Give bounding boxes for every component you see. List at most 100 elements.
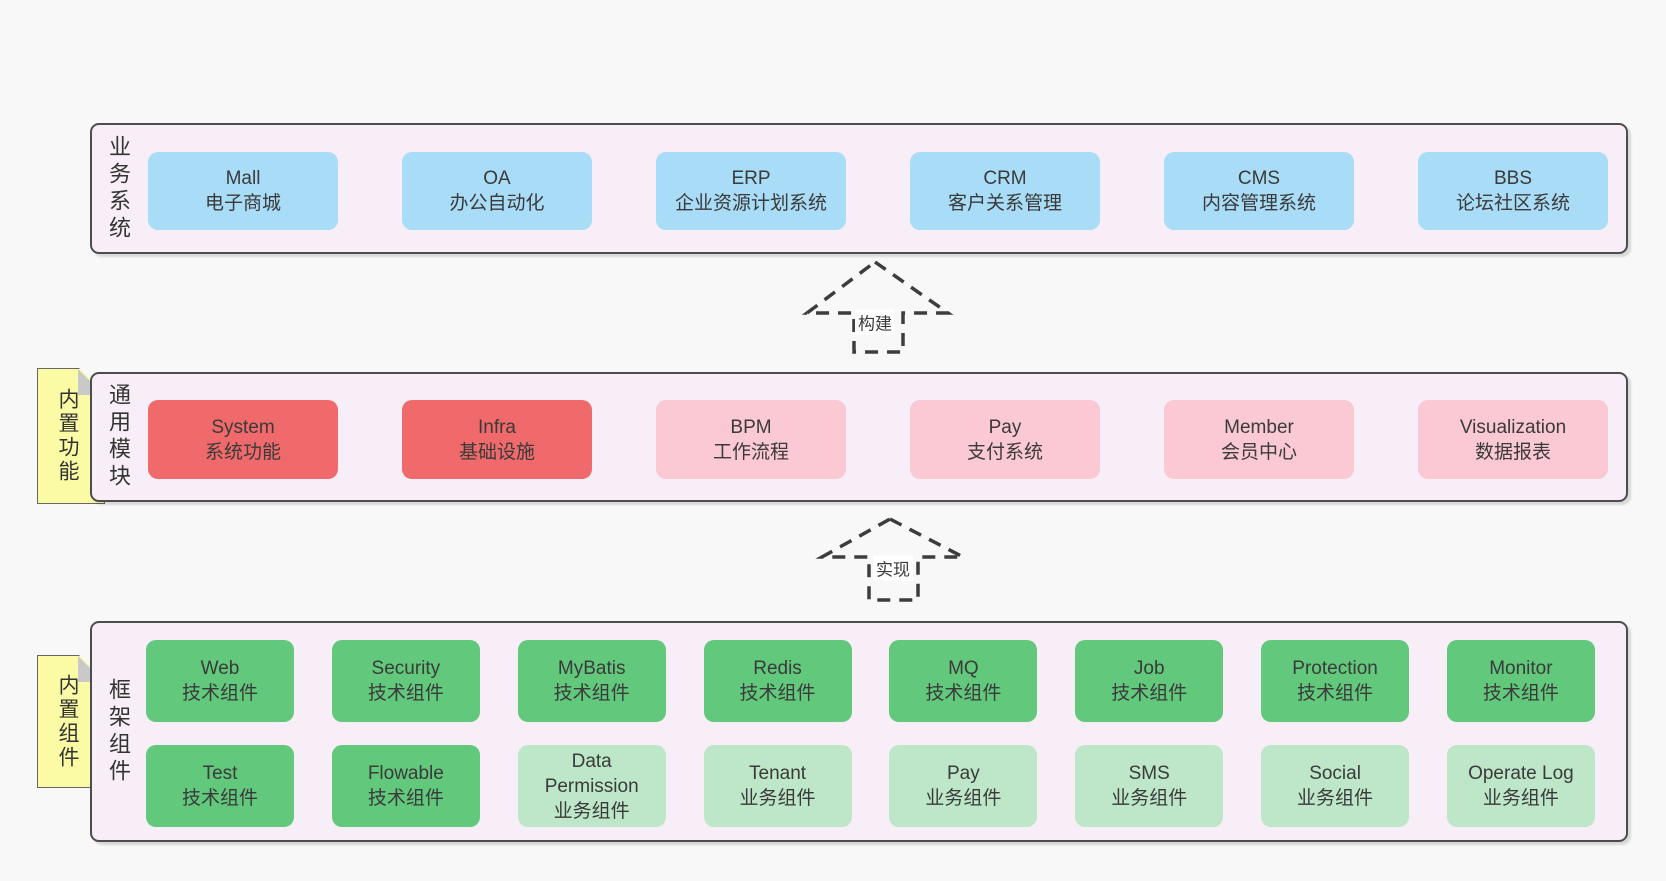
up-arrow-icon <box>801 259 954 354</box>
box-social: Social 业务组件 <box>1261 745 1410 827</box>
box-title: Test <box>202 763 238 784</box>
box-title: Data Permission <box>544 750 639 797</box>
box-mybatis: MyBatis 技术组件 <box>517 640 666 722</box>
box-subtitle: 基础设施 <box>458 441 535 463</box>
note-label: 内置组件 <box>56 673 79 770</box>
box-subtitle: 技术组件 <box>367 683 444 704</box>
box-title: Operate Log <box>1468 763 1574 784</box>
box-mq: MQ 技术组件 <box>889 640 1038 722</box>
box-title: Pay <box>947 763 980 784</box>
box-subtitle: 数据报表 <box>1474 441 1551 463</box>
box-subtitle: 系统功能 <box>204 441 281 463</box>
box-title: ERP <box>731 168 771 189</box>
box-oa: OA 办公自动化 <box>402 152 592 230</box>
box-title: MyBatis <box>557 658 626 679</box>
box-subtitle: 技术组件 <box>1111 683 1188 704</box>
box-data-permission: Data Permission 业务组件 <box>517 745 666 827</box>
box-subtitle: 业务组件 <box>739 788 816 809</box>
layer-title: 业务系统 <box>106 134 131 243</box>
box-subtitle: 技术组件 <box>739 683 816 704</box>
box-title: CRM <box>983 168 1027 189</box>
box-title: Tenant <box>749 763 807 784</box>
box-title: Job <box>1133 658 1165 679</box>
box-subtitle: 技术组件 <box>367 788 444 809</box>
box-protection: Protection 技术组件 <box>1261 640 1410 722</box>
box-subtitle: 会员中心 <box>1220 441 1297 463</box>
box-title: Security <box>371 658 441 679</box>
framework-box-row-2: Test 技术组件 Flowable 技术组件 Data Permission … <box>146 745 1595 827</box>
layer-business-systems: 业务系统 Mall 电子商城 OA 办公自动化 ERP 企业资源计划系统 CRM… <box>90 123 1628 254</box>
box-subtitle: 支付系统 <box>966 441 1043 463</box>
box-title: SMS <box>1128 763 1170 784</box>
box-title: Monitor <box>1489 658 1553 679</box>
box-title: CMS <box>1237 168 1281 189</box>
layer-title: 通用模块 <box>106 383 131 491</box>
box-erp: ERP 企业资源计划系统 <box>656 152 846 230</box>
box-member: Member 会员中心 <box>1164 400 1354 479</box>
box-subtitle: 业务组件 <box>553 800 630 822</box>
box-title: Member <box>1224 416 1294 438</box>
box-title: Social <box>1309 763 1361 784</box>
box-title: Protection <box>1292 658 1378 679</box>
box-subtitle: 办公自动化 <box>449 193 545 214</box>
box-pay-business: Pay 业务组件 <box>889 745 1038 827</box>
box-title: Redis <box>753 658 802 679</box>
box-visualization: Visualization 数据报表 <box>1418 400 1608 479</box>
box-sms: SMS 业务组件 <box>1075 745 1224 827</box>
box-infra: Infra 基础设施 <box>402 400 592 479</box>
box-subtitle: 技术组件 <box>1482 683 1559 704</box>
box-title: MQ <box>948 658 979 679</box>
box-title: Web <box>200 658 240 679</box>
box-crm: CRM 客户关系管理 <box>910 152 1100 230</box>
layer-title: 框架组件 <box>106 677 131 786</box>
box-title: Mall <box>225 168 261 189</box>
box-subtitle: 技术组件 <box>553 683 630 704</box>
box-test: Test 技术组件 <box>146 745 294 827</box>
box-mall: Mall 电子商城 <box>148 152 338 230</box>
box-subtitle: 技术组件 <box>925 683 1002 704</box>
box-subtitle: 电子商城 <box>204 193 281 214</box>
box-subtitle: 客户关系管理 <box>947 193 1062 214</box>
box-monitor: Monitor 技术组件 <box>1446 640 1595 722</box>
box-subtitle: 工作流程 <box>712 441 789 463</box>
box-tenant: Tenant 业务组件 <box>703 745 852 827</box>
common-box-row: System 系统功能 Infra 基础设施 BPM 工作流程 Pay 支付系统… <box>148 400 1608 479</box>
box-flowable: Flowable 技术组件 <box>331 745 480 827</box>
box-operate-log: Operate Log 业务组件 <box>1446 745 1595 827</box>
box-title: BBS <box>1493 168 1533 189</box>
box-subtitle: 内容管理系统 <box>1201 193 1316 214</box>
box-subtitle: 业务组件 <box>925 788 1002 809</box>
box-cms: CMS 内容管理系统 <box>1164 152 1354 230</box>
box-subtitle: 技术组件 <box>1297 683 1374 704</box>
box-web: Web 技术组件 <box>146 640 294 722</box>
box-system: System 系统功能 <box>148 400 338 479</box>
box-subtitle: 技术组件 <box>181 683 258 704</box>
box-title: Flowable <box>367 763 444 784</box>
up-arrow-icon <box>815 517 964 602</box>
box-title: Infra <box>477 416 517 438</box>
box-job: Job 技术组件 <box>1075 640 1224 722</box>
box-security: Security 技术组件 <box>331 640 480 722</box>
box-title: BPM <box>730 416 772 438</box>
box-title: Visualization <box>1459 416 1567 438</box>
framework-box-row-1: Web 技术组件 Security 技术组件 MyBatis 技术组件 Redi… <box>146 640 1595 722</box>
box-subtitle: 业务组件 <box>1482 788 1559 809</box>
layer-framework-components: 框架组件 Web 技术组件 Security 技术组件 MyBatis 技术组件… <box>90 621 1628 842</box>
box-subtitle: 业务组件 <box>1111 788 1188 809</box>
business-box-row: Mall 电子商城 OA 办公自动化 ERP 企业资源计划系统 CRM 客户关系… <box>148 152 1608 230</box>
note-label: 内置功能 <box>56 388 79 484</box>
layer-common-modules: 通用模块 System 系统功能 Infra 基础设施 BPM 工作流程 Pay… <box>90 372 1628 502</box>
box-title: Pay <box>988 416 1022 438</box>
box-pay: Pay 支付系统 <box>910 400 1100 479</box>
box-title: System <box>211 416 275 438</box>
arrow-build-label: 构建 <box>855 309 895 335</box>
box-subtitle: 技术组件 <box>181 788 258 809</box>
box-bbs: BBS 论坛社区系统 <box>1418 152 1608 230</box>
arrow-implement-label: 实现 <box>873 555 913 581</box>
box-subtitle: 业务组件 <box>1297 788 1374 809</box>
box-subtitle: 论坛社区系统 <box>1455 193 1570 214</box>
box-title: OA <box>483 168 511 189</box>
box-subtitle: 企业资源计划系统 <box>674 193 827 214</box>
box-bpm: BPM 工作流程 <box>656 400 846 479</box>
